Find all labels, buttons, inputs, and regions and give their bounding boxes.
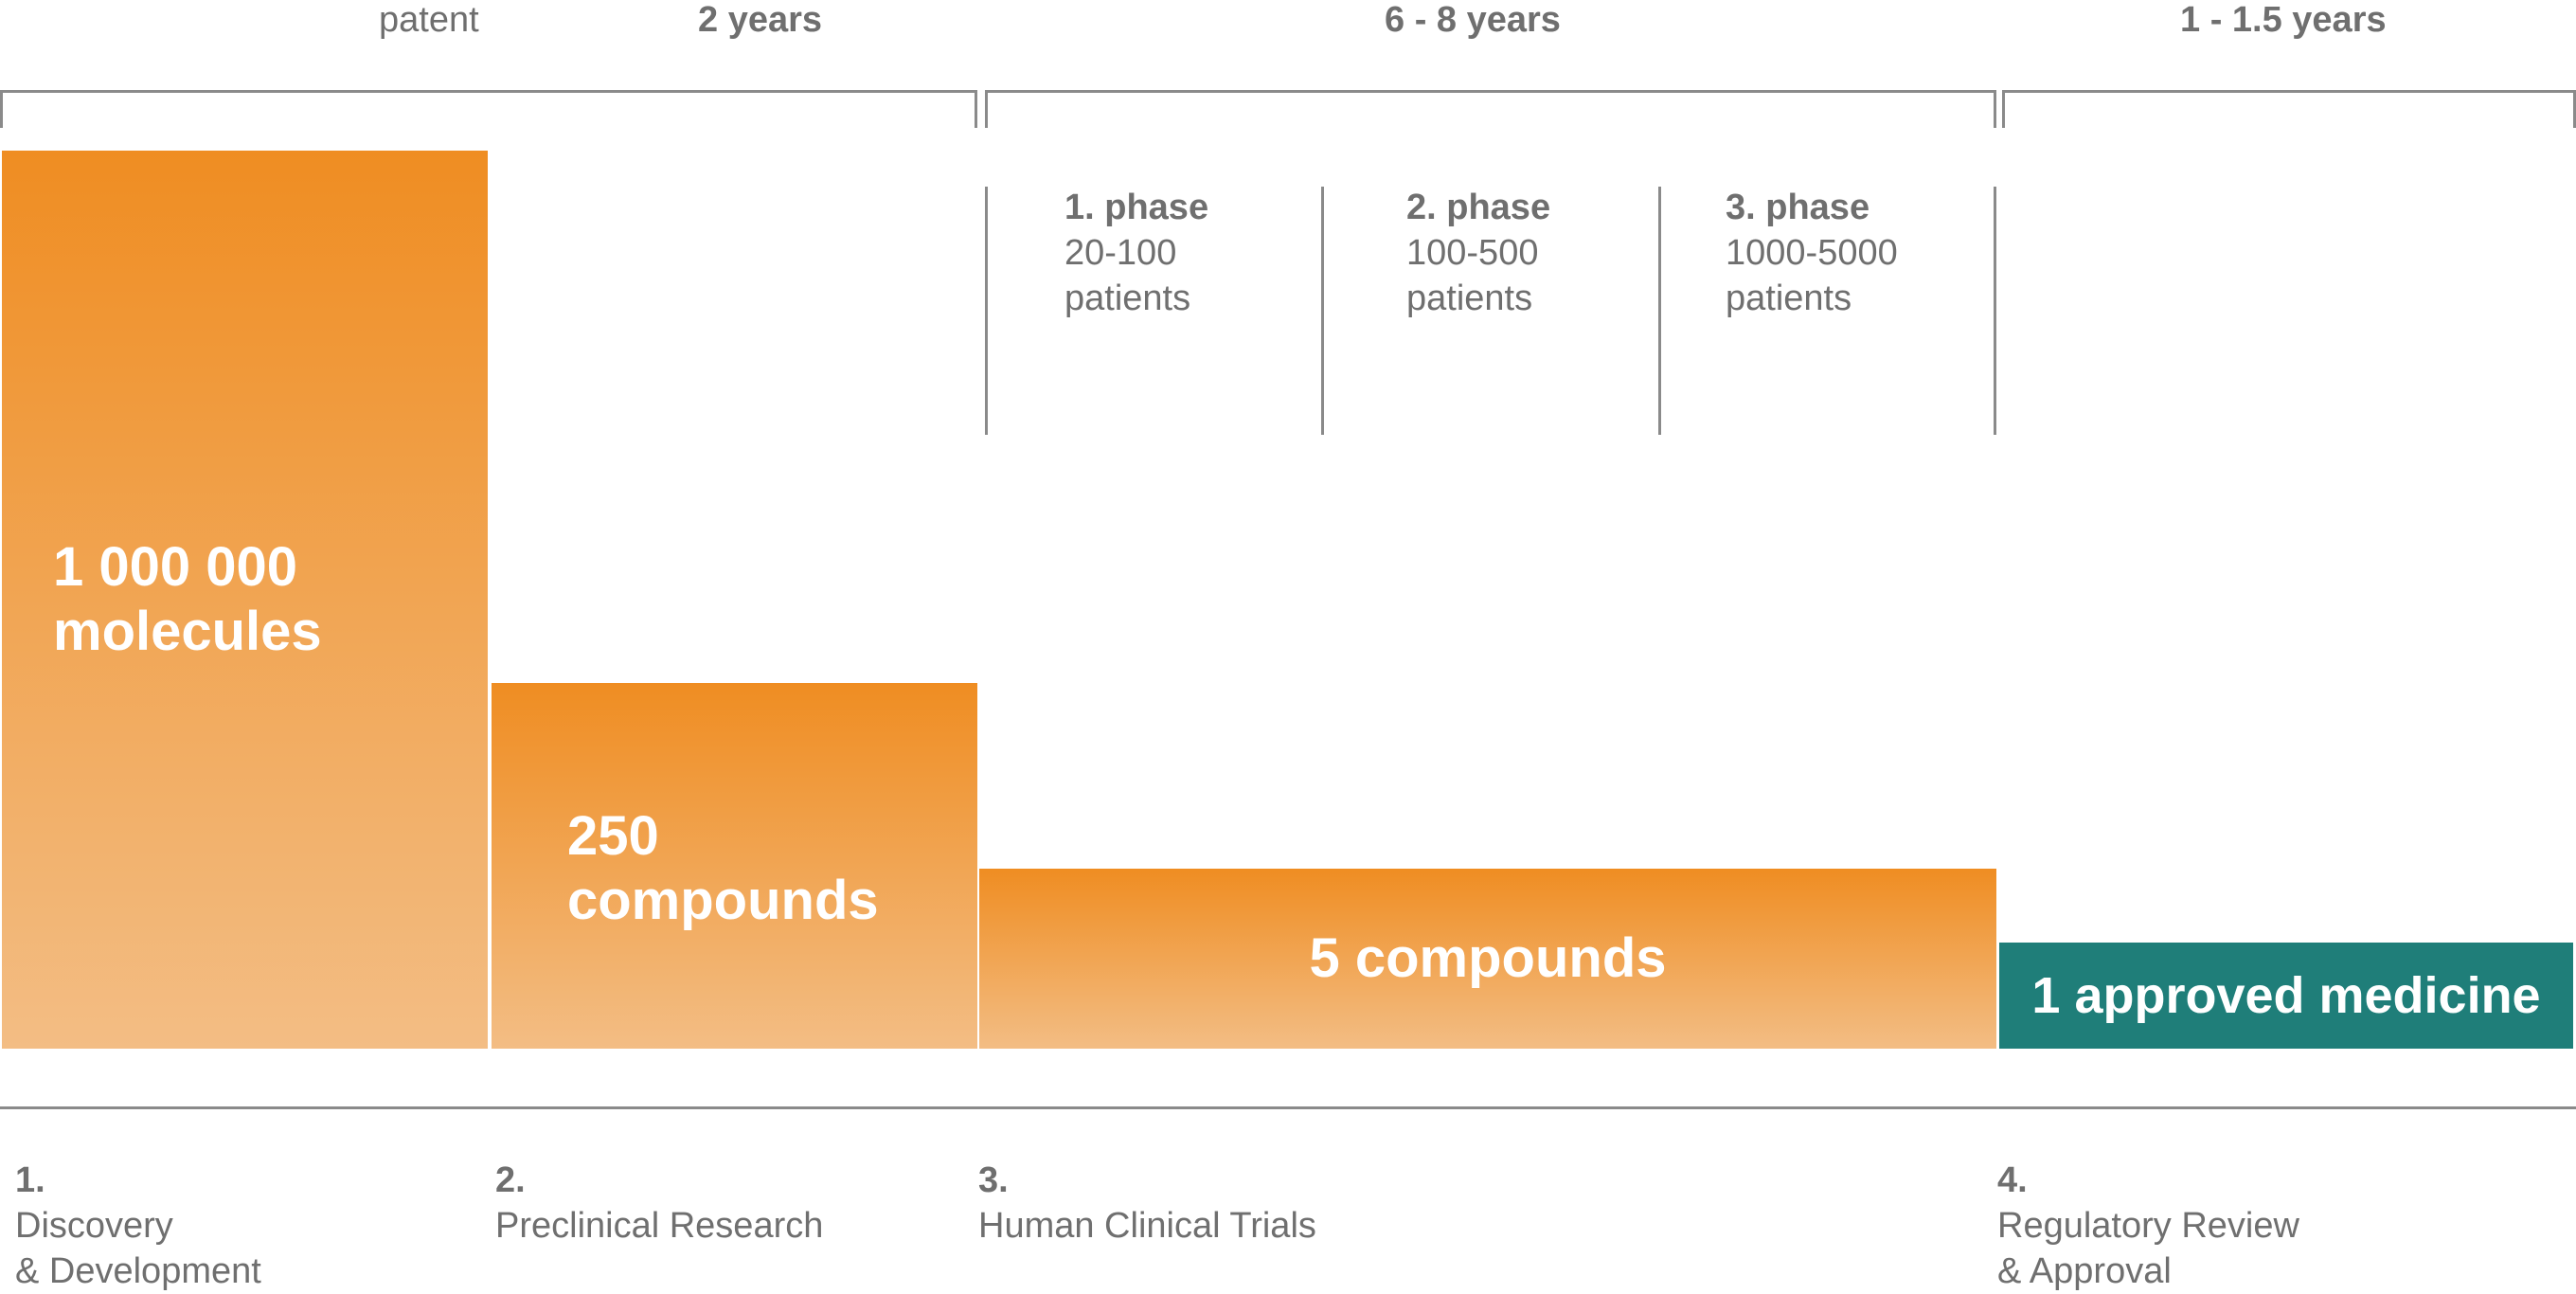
approved-medicine-text: 1 approved medicine	[2031, 967, 2541, 1024]
approved-medicine-label: 1 approved medicine	[2031, 963, 2540, 1028]
compounds-5-label: 5 compounds	[1309, 926, 1666, 991]
bracket-clinical	[985, 90, 1996, 128]
phase-title: 3. phase	[1726, 188, 1870, 227]
phase-patients-label: patients	[1064, 279, 1191, 318]
stage-preclinical: 2. Preclinical Research	[495, 1158, 823, 1249]
stage-discovery: 1. Discovery & Development	[15, 1158, 261, 1294]
stage-regulatory: 4. Regulatory Review & Approval	[1997, 1158, 2299, 1294]
stage-subtitle: & Approval	[1997, 1251, 2172, 1291]
stage-number: 1.	[15, 1160, 45, 1200]
regulatory-duration-label: 1 - 1.5 years	[2180, 0, 2387, 40]
phase-patients-label: patients	[1406, 279, 1533, 318]
stage-clinical: 3. Human Clinical Trials	[978, 1158, 1316, 1249]
timeline-baseline	[0, 1106, 2576, 1109]
compounds-5-text: 5 compounds	[1309, 927, 1667, 989]
compounds-250-count: 250	[567, 805, 659, 867]
phase-title: 1. phase	[1064, 188, 1209, 227]
patent-label: patent	[379, 0, 479, 40]
phase-patients-label: patients	[1726, 279, 1852, 318]
molecules-bar: 1 000 000 molecules	[2, 151, 488, 1049]
stage-number: 4.	[1997, 1160, 2028, 1200]
clinical-duration-label: 6 - 8 years	[1385, 0, 1561, 40]
stage-title: Preclinical Research	[495, 1206, 824, 1246]
stage-subtitle: & Development	[15, 1251, 261, 1291]
stage-title: Regulatory Review	[1997, 1206, 2299, 1246]
stage-title: Discovery	[15, 1206, 173, 1246]
phase-title: 2. phase	[1406, 188, 1551, 227]
phase-patients-range: 20-100	[1064, 233, 1177, 273]
phase-2: 2. phase 100-500 patients	[1406, 185, 1550, 321]
stage-number: 2.	[495, 1160, 526, 1200]
phase-patients-range: 1000-5000	[1726, 233, 1898, 273]
molecules-unit: molecules	[53, 601, 322, 662]
bracket-regulatory	[2002, 90, 2576, 128]
preclinical-duration-label: 2 years	[698, 0, 823, 40]
phase-divider	[1658, 187, 1661, 435]
compounds-250-unit: compounds	[567, 870, 879, 931]
phase-divider	[985, 187, 988, 435]
compounds-250-bar: 250 compounds	[492, 683, 977, 1049]
stage-title: Human Clinical Trials	[978, 1206, 1316, 1246]
phase-divider	[1321, 187, 1324, 435]
phase-patients-range: 100-500	[1406, 233, 1539, 273]
molecules-count: 1 000 000	[53, 536, 298, 598]
stage-number: 3.	[978, 1160, 1009, 1200]
molecules-bar-label: 1 000 000 molecules	[53, 535, 322, 664]
compounds-5-bar: 5 compounds	[979, 869, 1996, 1049]
compounds-250-label: 250 compounds	[567, 804, 879, 933]
bracket-discovery-preclinical	[0, 90, 977, 128]
approved-medicine-bar: 1 approved medicine	[1999, 943, 2573, 1049]
phase-3: 3. phase 1000-5000 patients	[1726, 185, 1898, 321]
phase-divider	[1994, 187, 1996, 435]
phase-1: 1. phase 20-100 patients	[1064, 185, 1208, 321]
